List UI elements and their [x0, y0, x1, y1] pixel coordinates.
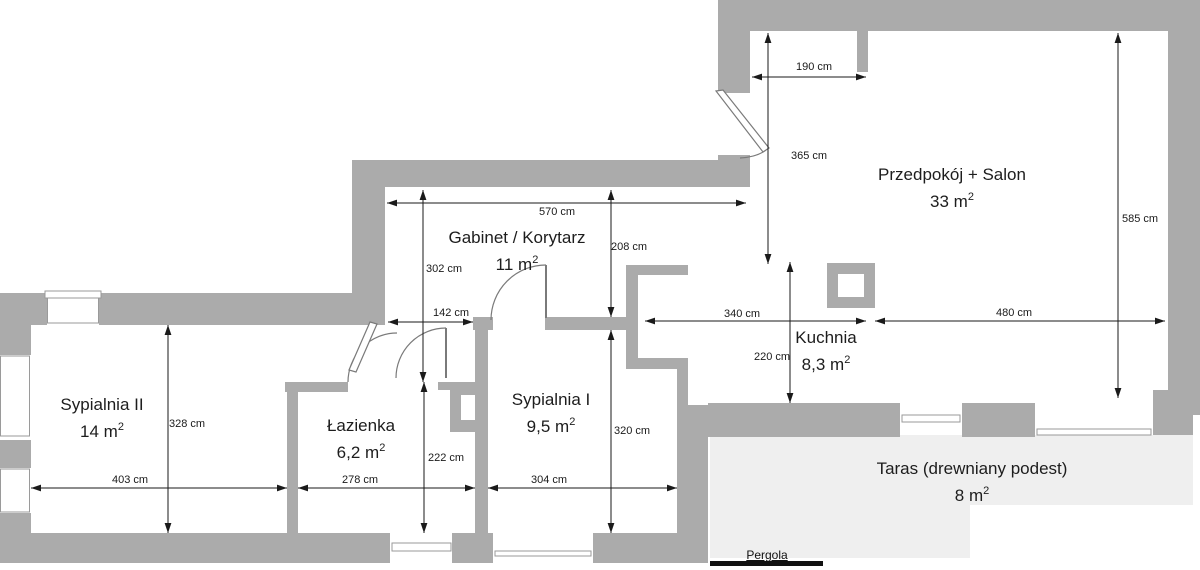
dim-label-208: 208 cm: [610, 241, 648, 253]
duct-shaft-void: [461, 395, 475, 420]
dim-label-302: 302 cm: [425, 263, 463, 275]
wall: [0, 440, 31, 468]
door-leaf: [714, 89, 770, 153]
window: [47, 297, 99, 324]
wall: [452, 533, 493, 563]
room-label-kuchnia: Kuchnia 8,3 m2: [795, 326, 856, 376]
wall: [352, 160, 748, 187]
wall: [0, 325, 31, 355]
dim-label-190: 190 cm: [795, 61, 833, 73]
room-area: 9,5 m2: [526, 416, 576, 436]
wall: [718, 0, 1200, 31]
window: [0, 468, 30, 513]
doors: [347, 89, 770, 383]
room-label-salon: Przedpokój + Salon 33 m2: [878, 163, 1026, 213]
room-area: 33 m2: [930, 191, 974, 211]
wall: [287, 382, 298, 533]
room-area: 14 m2: [80, 421, 124, 441]
wall: [475, 330, 488, 533]
room-label-lazienka: Łazienka 6,2 m2: [327, 414, 395, 464]
room-label-pergola: Pergola: [746, 548, 788, 562]
wall: [626, 265, 688, 275]
room-label-taras: Taras (drewniany podest) 8 m2: [877, 457, 1068, 507]
column-void: [838, 274, 864, 297]
window: [901, 414, 961, 423]
wall: [0, 533, 390, 563]
wall: [626, 265, 638, 368]
wall: [1168, 0, 1200, 415]
dim-label-403: 403 cm: [111, 474, 149, 486]
wall: [708, 403, 900, 437]
dim-label-585: 585 cm: [1121, 213, 1159, 225]
wall: [677, 358, 688, 405]
room-name: Taras (drewniany podest): [876, 459, 1068, 479]
dim-label-320: 320 cm: [613, 425, 651, 437]
dim-label-142: 142 cm: [432, 307, 470, 319]
wall: [626, 358, 685, 369]
dim-label-365: 365 cm: [790, 150, 828, 162]
dim-label-480: 480 cm: [995, 307, 1033, 319]
windows: [0, 290, 1152, 557]
wall: [285, 382, 348, 392]
window-sill: [44, 290, 102, 299]
room-name: Sypialnia I: [511, 390, 591, 410]
room-label-sypialnia2: Sypialnia II 14 m2: [60, 393, 143, 443]
window: [391, 542, 452, 552]
room-name: Łazienka: [326, 416, 396, 436]
window: [494, 550, 592, 557]
pergola-bar: [710, 561, 823, 566]
room-area: 11 m2: [495, 254, 539, 274]
door-leaf: [348, 321, 378, 373]
room-name: Sypialnia II: [60, 395, 144, 415]
dim-label-304: 304 cm: [530, 474, 568, 486]
wall-stub: [857, 31, 868, 72]
wall: [593, 533, 708, 563]
room-name: Gabinet / Korytarz: [448, 228, 586, 248]
room-area: 8 m2: [954, 485, 990, 505]
wall: [99, 293, 352, 325]
wall: [1153, 390, 1193, 435]
wall: [352, 187, 385, 325]
wall: [962, 403, 1035, 437]
wall: [0, 293, 47, 325]
dim-label-220: 220 cm: [753, 351, 791, 363]
room-name: Przedpokój + Salon: [878, 165, 1026, 185]
room-label-gabinet: Gabinet / Korytarz 11 m2: [448, 226, 585, 276]
wall: [438, 382, 475, 390]
dimension-lines: [31, 33, 1165, 533]
room-label-sypialnia1: Sypialnia I 9,5 m2: [512, 388, 590, 438]
dim-label-222: 222 cm: [427, 452, 465, 464]
dim-label-570: 570 cm: [538, 206, 576, 218]
dim-label-340: 340 cm: [723, 308, 761, 320]
wall: [473, 317, 493, 330]
door-swing: [395, 327, 447, 379]
room-area: 6,2 m2: [336, 442, 386, 462]
room-area: 8,3 m2: [801, 354, 851, 374]
wall: [545, 317, 638, 330]
dim-label-278: 278 cm: [341, 474, 379, 486]
wall: [718, 31, 750, 93]
terrace-area: [710, 435, 1193, 566]
dim-label-328: 328 cm: [168, 418, 206, 430]
door-swing: [490, 264, 547, 321]
window: [0, 355, 30, 437]
room-name: Kuchnia: [795, 328, 857, 348]
terrace-glass-door: [1036, 428, 1152, 436]
